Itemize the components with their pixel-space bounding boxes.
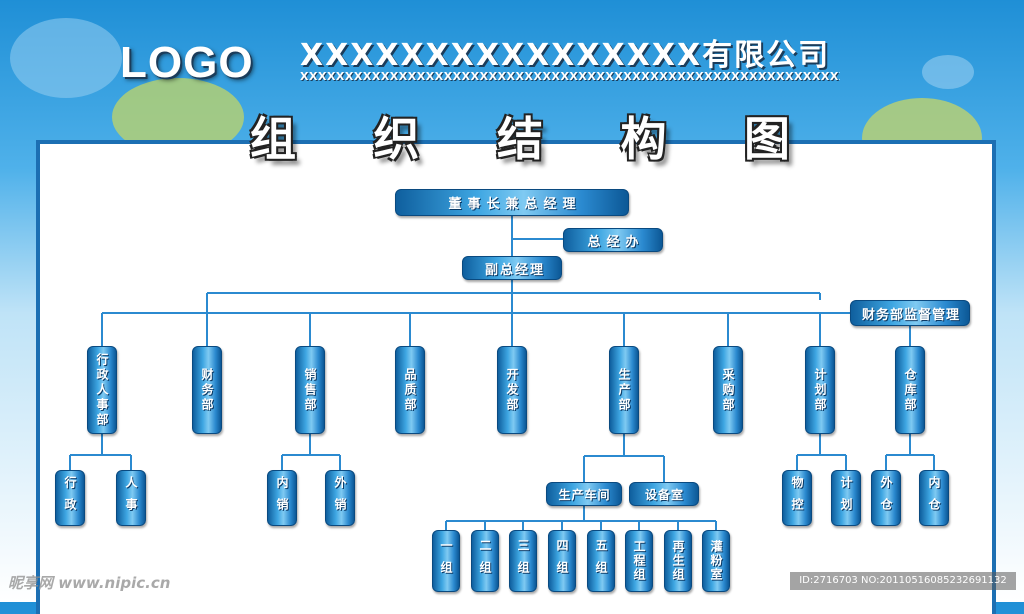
node-dept-warehouse: 仓库部 bbox=[895, 346, 925, 434]
node-sub-plan: 计划 bbox=[831, 470, 861, 526]
node-sub-external-warehouse: 外仓 bbox=[871, 470, 901, 526]
page-title: 组 织 结 构 图 bbox=[250, 108, 790, 166]
node-sub-equipment-room: 设备室 bbox=[629, 482, 699, 506]
decor-circle-blue-right bbox=[922, 55, 974, 89]
node-group-5: 五组 bbox=[587, 530, 615, 592]
node-group-1: 一组 bbox=[432, 530, 460, 592]
node-chairman: 董事长兼总经理 bbox=[395, 189, 629, 216]
node-group-3: 三组 bbox=[509, 530, 537, 592]
watermark-id: ID:2716703 NO:20110516085232691132 bbox=[790, 572, 1016, 590]
node-sub-admin: 行政 bbox=[55, 470, 85, 526]
title-char: 图 bbox=[744, 112, 790, 166]
node-group-powder-room: 灌粉室 bbox=[702, 530, 730, 592]
node-dept-purchasing: 采购部 bbox=[713, 346, 743, 434]
watermark-site: 昵享网 www.nipic.cn bbox=[8, 574, 171, 592]
node-dept-production: 生产部 bbox=[609, 346, 639, 434]
node-group-engineering: 工程组 bbox=[625, 530, 653, 592]
node-sub-domestic-sales: 内销 bbox=[267, 470, 297, 526]
node-dept-finance: 财务部 bbox=[192, 346, 222, 434]
node-gm-office: 总经办 bbox=[563, 228, 663, 252]
node-group-4: 四组 bbox=[548, 530, 576, 592]
decor-circle-blue bbox=[10, 18, 122, 98]
title-char: 组 bbox=[250, 112, 296, 166]
title-char: 结 bbox=[497, 112, 543, 166]
node-dept-quality: 品质部 bbox=[395, 346, 425, 434]
node-sub-export-sales: 外销 bbox=[325, 470, 355, 526]
logo: LOGO bbox=[120, 38, 254, 87]
node-dept-sales: 销售部 bbox=[295, 346, 325, 434]
node-sub-personnel: 人事 bbox=[116, 470, 146, 526]
company-subline: XXXXXXXXXXXXXXXXXXXXXXXXXXXXXXXXXXXXXXXX… bbox=[300, 70, 840, 83]
node-dept-development: 开发部 bbox=[497, 346, 527, 434]
node-dept-planning: 计划部 bbox=[805, 346, 835, 434]
node-sub-internal-warehouse: 内仓 bbox=[919, 470, 949, 526]
title-char: 织 bbox=[373, 112, 420, 166]
node-group-recycling: 再生组 bbox=[664, 530, 692, 592]
company-name: XXXXXXXXXXXXXXXX有限公司 bbox=[300, 38, 831, 73]
node-sub-workshop: 生产车间 bbox=[546, 482, 622, 506]
node-dept-hr-admin: 行政人事部 bbox=[87, 346, 117, 434]
node-sub-material-control: 物控 bbox=[782, 470, 812, 526]
title-char: 构 bbox=[620, 112, 667, 166]
node-group-2: 二组 bbox=[471, 530, 499, 592]
node-finance-supervision: 财务部监督管理 bbox=[850, 300, 970, 326]
node-deputy-gm: 副总经理 bbox=[462, 256, 562, 280]
